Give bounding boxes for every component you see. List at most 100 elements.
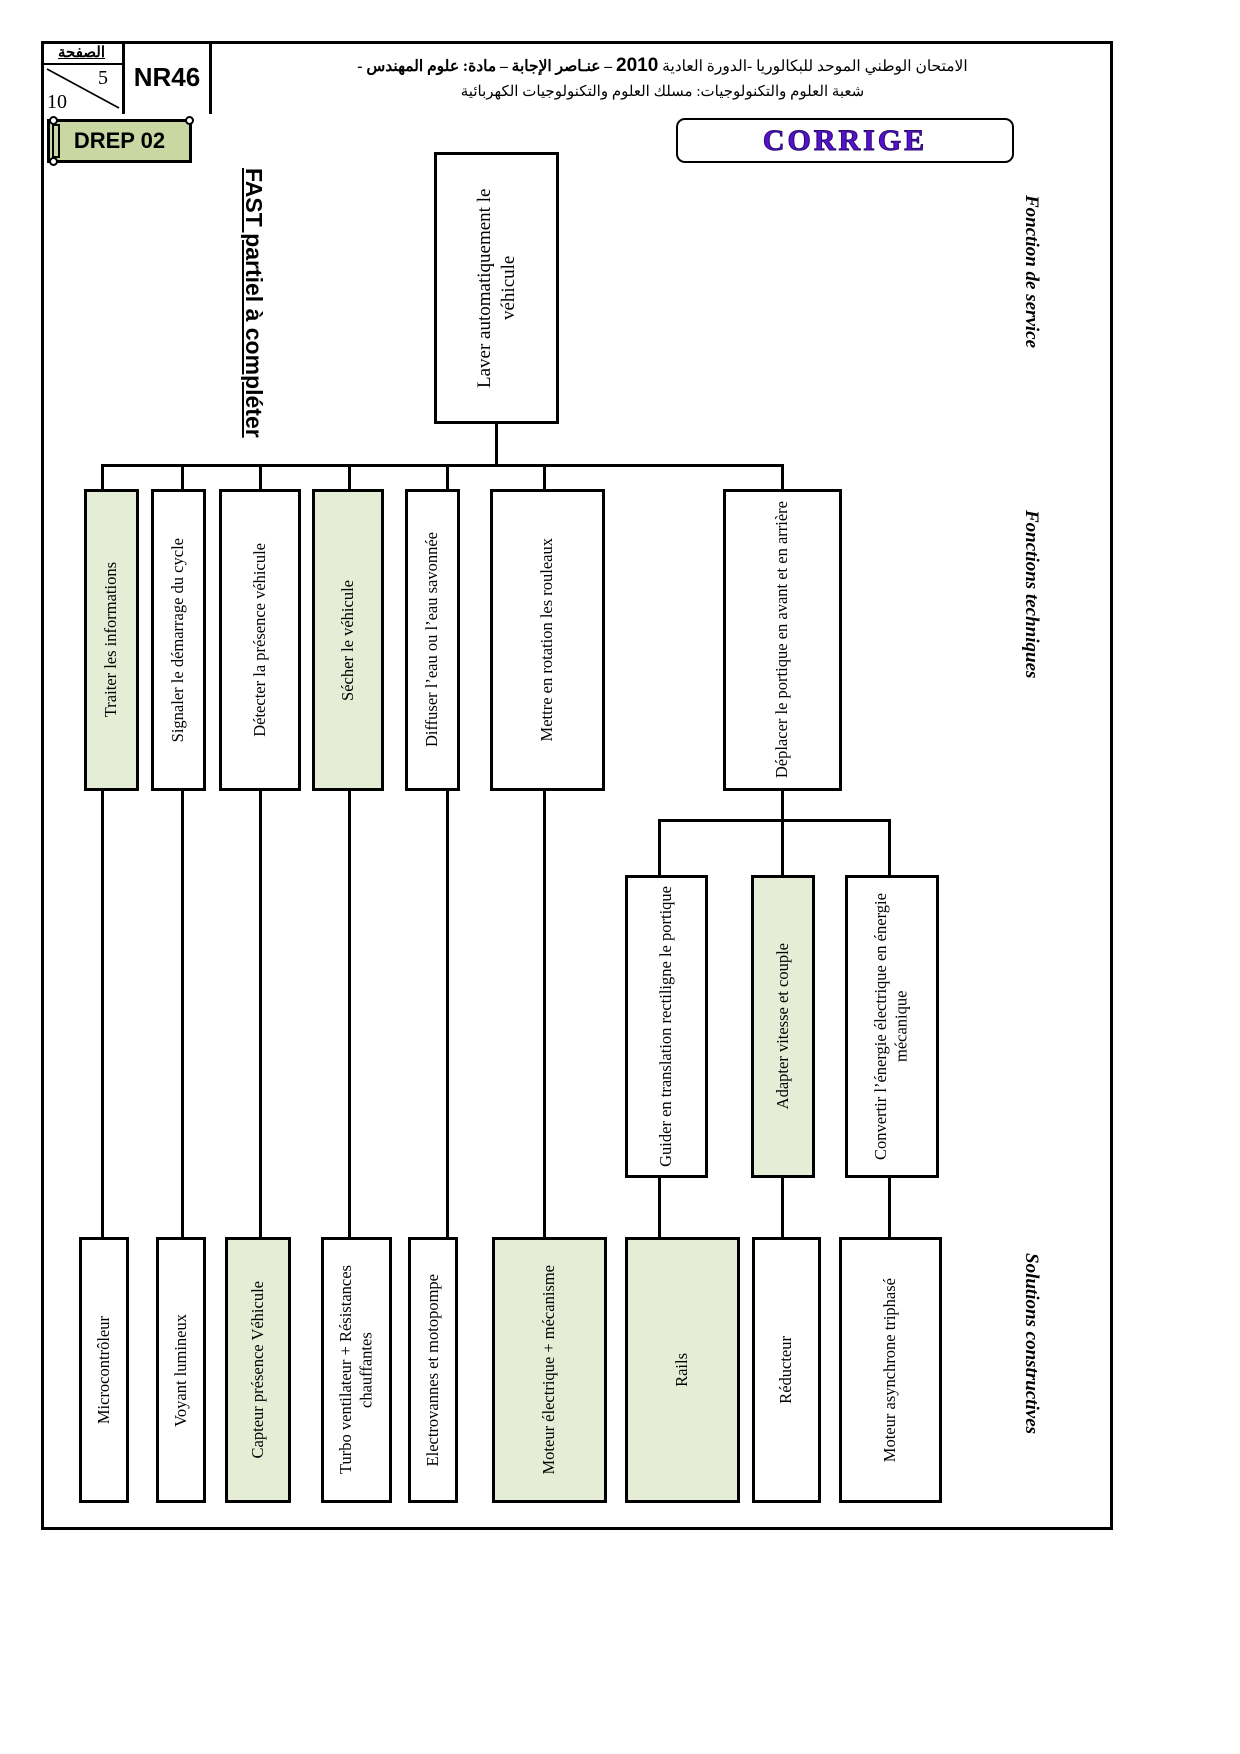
function-box-5: Diffuser l’eau ou l’eau savonnée: [405, 489, 460, 791]
column-label-technical: Fonctions techniques: [1021, 510, 1042, 679]
root-function-text-wrap: Laver automatiquement le véhicule: [437, 155, 556, 421]
exam-title-line1: الامتحان الوطني الموحد للبكالوريا -الدور…: [357, 55, 967, 77]
function-box-1: Traiter les informations: [84, 489, 139, 791]
connector-root-stem: [495, 424, 498, 466]
connector-drop-f4: [348, 464, 351, 489]
page-number-box: الصفحة 5 10: [41, 41, 125, 114]
function-label-5: Diffuser l’eau ou l’eau savonnée: [422, 532, 442, 748]
solution-box-5: Electrovannes et motopompe: [408, 1237, 458, 1503]
page-total: 10: [47, 91, 67, 113]
solution-label-4: Turbo ventilateur + Résistances chauffan…: [335, 1265, 376, 1475]
drep-knob-top-right-icon: [185, 116, 194, 125]
root-function-box: Laver automatiquement le véhicule: [434, 152, 559, 424]
drep-knob-bottom-left-icon: [49, 157, 58, 166]
function-text-wrap-7: Déplacer le portique en avant et en arri…: [726, 492, 839, 788]
solution-box-1: Microcontrôleur: [79, 1237, 129, 1503]
function-box-6: Mettre en rotation les rouleaux: [490, 489, 605, 791]
document-header: الصفحة 5 10 NR46 الامتحان الوطني الموحد …: [41, 41, 1113, 114]
solution-text-wrap-6: Moteur électrique + mécanisme: [495, 1240, 604, 1500]
connector-leg-sol8: [781, 1178, 784, 1237]
connector-leg-sol6: [543, 791, 546, 1237]
solution-box-3: Capteur présence Véhicule: [225, 1237, 291, 1503]
solution-text-wrap-7: Rails: [628, 1240, 737, 1500]
connector-leg-sol3: [259, 791, 262, 1237]
subfunction-box-1: Guider en translation rectiligne le port…: [625, 875, 708, 1178]
solution-text-wrap-5: Electrovannes et motopompe: [411, 1240, 455, 1500]
function-text-wrap-2: Signaler le démarrage du cycle: [154, 492, 203, 788]
function-label-2: Signaler le démarrage du cycle: [168, 537, 188, 743]
corrige-label: CORRIGE: [762, 123, 928, 157]
page-number-fraction: 5 10: [41, 65, 122, 113]
page-border: [41, 41, 1113, 1530]
subfunction-label-3: Convertir l’énergie électrique en énergi…: [871, 893, 911, 1160]
connector-drop-s3: [888, 819, 891, 875]
function-text-wrap-1: Traiter les informations: [87, 492, 136, 788]
corrige-badge: CORRIGE: [676, 118, 1014, 163]
connector-drop-f7: [781, 464, 784, 489]
solution-label-6: Moteur électrique + mécanisme: [539, 1265, 559, 1475]
connector-drop-f5: [446, 464, 449, 489]
function-box-7: Déplacer le portique en avant et en arri…: [723, 489, 842, 791]
drep-tag-spine: [52, 124, 60, 158]
function-label-4: Sécher le véhicule: [337, 579, 357, 701]
solution-text-wrap-9: Moteur asynchrone triphasé: [842, 1240, 939, 1500]
solution-label-3: Capteur présence Véhicule: [247, 1281, 267, 1459]
function-label-7: Déplacer le portique en avant et en arri…: [772, 501, 792, 779]
function-text-wrap-3: Détecter la présence véhicule: [222, 492, 298, 788]
solution-box-7: Rails: [625, 1237, 740, 1503]
connector-leg-sol1: [101, 791, 104, 1237]
subfunction-label-2: Adapter vitesse et couple: [772, 943, 792, 1110]
connector-drop-f6: [543, 464, 546, 489]
solution-box-2: Voyant lumineux: [156, 1237, 206, 1503]
subfunction-text-wrap-3: Convertir l’énergie électrique en énergi…: [848, 878, 936, 1175]
connector-leg-sol4: [348, 791, 351, 1237]
page-current: 5: [98, 67, 108, 89]
solution-text-wrap-3: Capteur présence Véhicule: [228, 1240, 288, 1500]
function-label-1: Traiter les informations: [101, 562, 121, 718]
drep-tag: DREP 02: [47, 119, 192, 163]
connector-level1-bus: [101, 464, 784, 467]
function-box-4: Sécher le véhicule: [312, 489, 384, 791]
subfunction-box-3: Convertir l’énergie électrique en énergi…: [845, 875, 939, 1178]
exam-year: 2010: [616, 54, 659, 76]
solution-label-7: Rails: [672, 1353, 692, 1387]
subfunction-box-2: Adapter vitesse et couple: [751, 875, 815, 1178]
subfunction-text-wrap-1: Guider en translation rectiligne le port…: [628, 878, 705, 1175]
connector-leg-sol5: [446, 791, 449, 1237]
function-box-2: Signaler le démarrage du cycle: [151, 489, 206, 791]
diagram-title: FAST partiel à compléter: [241, 168, 267, 438]
root-function-label: Laver automatiquement le véhicule: [473, 188, 519, 388]
connector-drop-f3: [259, 464, 262, 489]
solution-text-wrap-4: Turbo ventilateur + Résistances chauffan…: [324, 1240, 389, 1500]
subfunction-text-wrap-2: Adapter vitesse et couple: [754, 878, 812, 1175]
solution-text-wrap-1: Microcontrôleur: [82, 1240, 126, 1500]
solution-label-8: Réducteur: [776, 1336, 796, 1404]
exam-title-line2: شعبة العلوم والتكنولوجيات: مسلك العلوم و…: [460, 83, 865, 100]
connector-leg-sol7: [658, 1178, 661, 1237]
solution-text-wrap-8: Réducteur: [755, 1240, 818, 1500]
column-label-service: Fonction de service: [1021, 195, 1042, 349]
connector-leg-sol2: [181, 791, 184, 1237]
solution-box-9: Moteur asynchrone triphasé: [839, 1237, 942, 1503]
diagonal-slash-icon: [46, 68, 120, 109]
connector-drop-f1: [101, 464, 104, 489]
solution-text-wrap-2: Voyant lumineux: [159, 1240, 203, 1500]
exam-title-block: الامتحان الوطني الموحد للبكالوريا -الدور…: [212, 41, 1113, 114]
function-box-3: Détecter la présence véhicule: [219, 489, 301, 791]
connector-leg-sol9: [888, 1178, 891, 1237]
solution-label-1: Microcontrôleur: [93, 1315, 113, 1425]
function-label-3: Détecter la présence véhicule: [249, 543, 269, 737]
subfunction-label-1: Guider en translation rectiligne le port…: [656, 886, 676, 1167]
function-text-wrap-5: Diffuser l’eau ou l’eau savonnée: [408, 492, 457, 788]
exam-title-post: – عنـاصر الإجابة – مادة: علوم المهندس -: [357, 57, 616, 75]
connector-drop-f2: [181, 464, 184, 489]
page-label: الصفحة: [41, 41, 122, 65]
function-label-6: Mettre en rotation les rouleaux: [537, 538, 557, 742]
solution-label-2: Voyant lumineux: [170, 1313, 190, 1427]
solution-box-8: Réducteur: [752, 1237, 821, 1503]
function-text-wrap-6: Mettre en rotation les rouleaux: [493, 492, 602, 788]
solution-label-5: Electrovannes et motopompe: [422, 1273, 442, 1467]
connector-level2-bus: [658, 819, 891, 822]
solution-box-4: Turbo ventilateur + Résistances chauffan…: [321, 1237, 392, 1503]
